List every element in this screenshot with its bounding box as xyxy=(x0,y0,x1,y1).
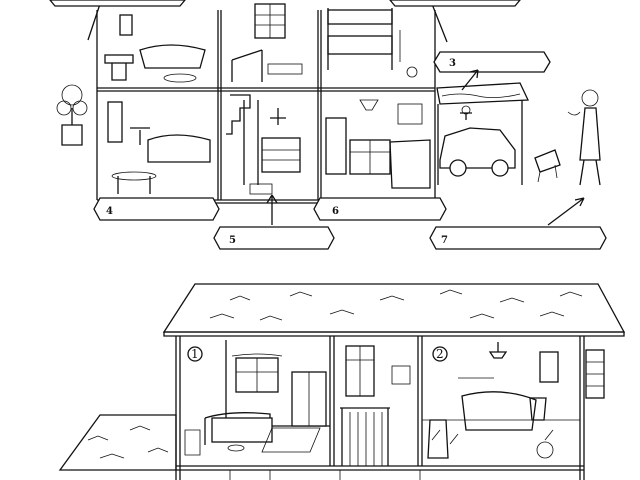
label-box-5[interactable]: 5 xyxy=(213,226,335,250)
room-marker-2: 2 xyxy=(432,346,448,362)
bathroom-upper xyxy=(104,14,206,83)
stair-hall xyxy=(226,94,301,195)
garage xyxy=(436,82,530,185)
stair-hall-bottom xyxy=(340,345,411,466)
label-number-7: 7 xyxy=(441,235,448,246)
outdoor-scene xyxy=(56,84,601,186)
arrow-3 xyxy=(461,69,479,91)
label-box-3[interactable]: 3 xyxy=(433,51,551,73)
top-house xyxy=(49,0,601,204)
bottom-house xyxy=(58,283,626,480)
living-room xyxy=(107,101,211,194)
upper-hall xyxy=(231,3,303,82)
room-marker-number-2: 2 xyxy=(436,347,444,361)
arrow-7 xyxy=(547,197,585,226)
label-box-7[interactable]: 7 xyxy=(429,226,607,250)
label-box-top-right xyxy=(389,0,521,7)
arrow-5 xyxy=(266,194,278,225)
room-marker-number-1: 1 xyxy=(191,347,199,361)
bunk-bedroom xyxy=(327,8,418,78)
label-number-4: 4 xyxy=(106,206,113,217)
label-box-top-left xyxy=(49,0,186,7)
label-number-3: 3 xyxy=(449,58,456,69)
label-number-6: 6 xyxy=(332,206,339,217)
room-marker-1: 1 xyxy=(187,346,203,362)
label-box-4[interactable]: 4 xyxy=(93,197,220,221)
kitchen xyxy=(325,99,431,189)
bedroom-1 xyxy=(184,340,330,456)
bathroom-2 xyxy=(422,342,605,459)
label-box-6[interactable]: 6 xyxy=(313,197,447,221)
label-number-5: 5 xyxy=(229,235,236,246)
